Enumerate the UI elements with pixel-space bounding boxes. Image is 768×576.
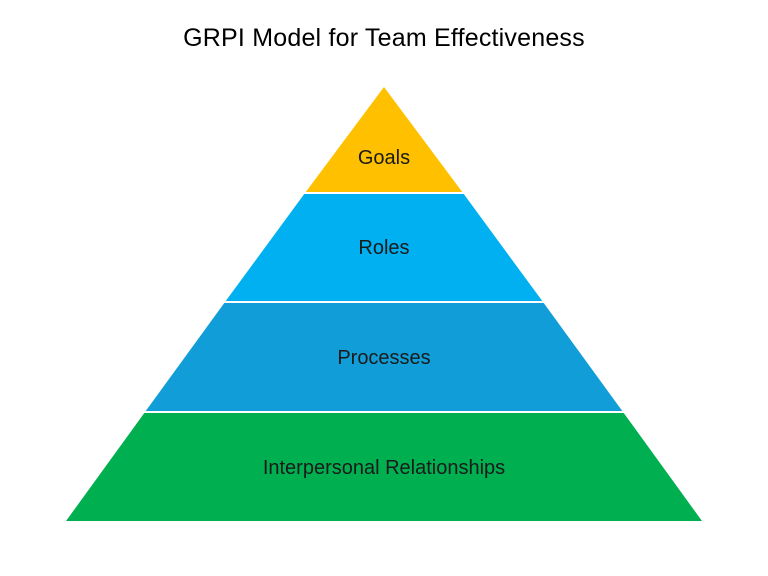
diagram-title: GRPI Model for Team Effectiveness (183, 24, 585, 52)
tier-roles: Roles (225, 193, 543, 302)
tier-goals-label: Goals (358, 147, 410, 169)
tier-goals: Goals (305, 87, 463, 193)
tier-interpersonal-relationships-shape (66, 412, 702, 521)
tier-roles-shape (225, 193, 543, 302)
tier-processes-shape (145, 302, 623, 412)
tier-processes-label: Processes (337, 347, 430, 369)
tier-interpersonal-relationships: Interpersonal Relationships (66, 412, 702, 521)
tier-interpersonal-relationships-label: Interpersonal Relationships (263, 457, 505, 479)
tier-roles-label: Roles (358, 237, 409, 259)
tier-processes: Processes (145, 302, 623, 412)
tier-goals-shape (305, 87, 463, 193)
